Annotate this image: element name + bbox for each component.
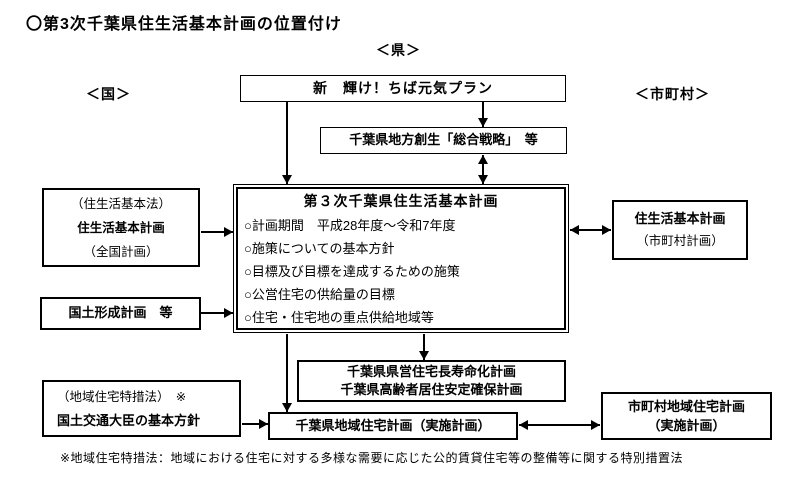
- minister-policy-title: 国土交通大臣の基本方針: [57, 412, 201, 428]
- minister-policy-law: （地域住宅特措法） ※: [57, 389, 187, 404]
- arrow-minister-to-chiiki: [242, 419, 268, 429]
- column-label-municipality: ＜市町村＞: [635, 86, 710, 102]
- national-housing-plan-title: 住生活基本計画: [77, 220, 165, 235]
- arrow-kokudo-to-central: [201, 308, 233, 318]
- arrow-national-plan-to-central: [201, 227, 233, 237]
- central-plan-item-policy: ○施策についての基本方針: [244, 240, 395, 256]
- choju-plan-line1: 千葉県県営住宅長寿命化計画: [346, 364, 516, 379]
- column-label-prefecture: ＜県＞: [376, 42, 421, 58]
- central-plan-title: 第３次千葉県住生活基本計画: [303, 193, 499, 209]
- sogo-senryaku-label: 千葉県地方創生「総合戦略」 等: [349, 132, 538, 148]
- municipal-housing-plan-scope: （市町村計画）: [636, 234, 724, 248]
- column-label-national: ＜国＞: [86, 86, 131, 102]
- box-municipal-chiiki-plan: 市町村地域住宅計画 （実施計画）: [601, 392, 772, 440]
- box-minister-policy: （地域住宅特措法） ※ 国土交通大臣の基本方針: [42, 380, 241, 437]
- box-central-plan: 第３次千葉県住生活基本計画 ○計画期間 平成28年度～令和7年度 ○施策について…: [233, 184, 569, 333]
- central-plan-item-public-housing: ○公営住宅の供給量の目標: [244, 286, 395, 302]
- central-plan-item-priority-areas: ○住宅・住宅地の重点供給地域等: [244, 309, 434, 325]
- box-chiba-chiiki-plan: 千葉県地域住宅計画（実施計画）: [268, 412, 518, 440]
- municipal-chiiki-plan-scope: （実施計画）: [647, 418, 726, 433]
- box-choju-plans: 千葉県県営住宅長寿命化計画 千葉県高齢者居住安定確保計画: [297, 360, 566, 402]
- arrow-chiiki-municipal-bidirectional: [519, 420, 600, 430]
- box-genki-plan: 新 輝け！ちば元気プラン: [240, 75, 566, 102]
- box-sogo-senryaku: 千葉県地方創生「総合戦略」 等: [320, 127, 567, 154]
- box-kokudo-keisei: 国土形成計画 等: [40, 297, 201, 330]
- arrow-sogo-central-bidirectional: [478, 155, 488, 184]
- central-plan-item-period: ○計画期間 平成28年度～令和7年度: [244, 217, 456, 233]
- choju-plan-line2: 千葉県高齢者居住安定確保計画: [340, 382, 523, 397]
- arrow-central-to-chiiki: [282, 334, 292, 412]
- kokudo-keisei-label: 国土形成計画 等: [68, 305, 173, 321]
- box-national-housing-plan: （住生活基本法） 住生活基本計画 （全国計画）: [42, 188, 200, 267]
- central-plan-inner: 第３次千葉県住生活基本計画 ○計画期間 平成28年度～令和7年度 ○施策について…: [236, 187, 566, 330]
- national-housing-plan-scope: （全国計画）: [83, 244, 159, 259]
- central-plan-item-goals: ○目標及び目標を達成するための施策: [244, 263, 460, 279]
- chiba-chiiki-plan-label: 千葉県地域住宅計画（実施計画）: [295, 417, 491, 433]
- arrow-central-to-choju: [419, 334, 429, 360]
- municipal-housing-plan-title: 住生活基本計画: [634, 211, 726, 226]
- municipal-chiiki-plan-title: 市町村地域住宅計画: [627, 399, 745, 414]
- genki-plan-label: 新 輝け！ちば元気プラン: [313, 79, 493, 96]
- box-municipal-housing-plan: 住生活基本計画 （市町村計画）: [612, 200, 748, 260]
- page-title: 〇第3次千葉県住生活基本計画の位置付け: [26, 16, 342, 33]
- arrow-central-municipal-bidirectional: [570, 225, 611, 235]
- footnote: ※地域住宅特措法：地域における住宅に対する多様な需要に応じた公的賃貸住宅等の整備…: [60, 451, 684, 465]
- arrow-genki-to-central: [282, 101, 292, 184]
- national-housing-plan-law: （住生活基本法）: [70, 196, 171, 211]
- arrow-genki-to-sogo: [478, 101, 488, 127]
